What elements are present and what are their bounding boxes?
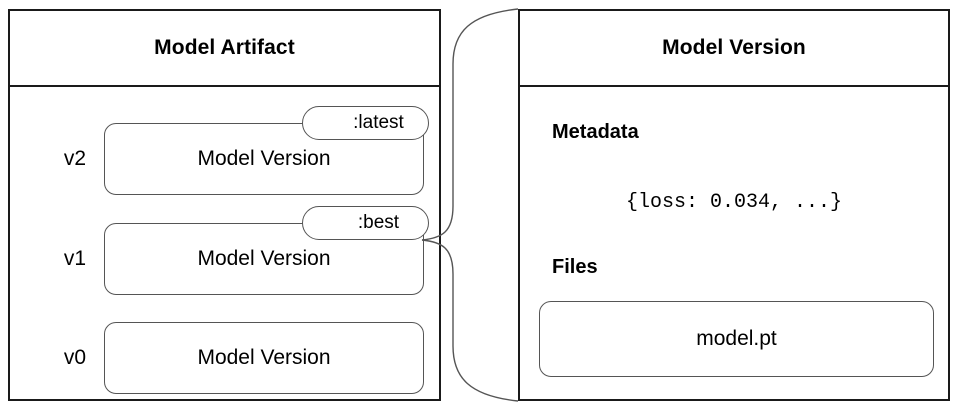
alias-tag-latest-label: :latest <box>353 112 404 133</box>
model-artifact-header: Model Artifact <box>10 11 439 87</box>
alias-tag-latest[interactable]: :latest <box>302 106 429 140</box>
model-version-panel: Model Version Metadata {loss: 0.034, ...… <box>518 9 950 401</box>
metadata-value: {loss: 0.034, ...} <box>625 191 843 214</box>
model-artifact-title: Model Artifact <box>154 36 295 59</box>
model-version-header: Model Version <box>520 11 948 87</box>
version-box-label-v1: Model Version <box>197 247 331 270</box>
file-item-label: model.pt <box>696 327 777 350</box>
version-label-v2: v2 <box>63 147 87 170</box>
version-label-v1: v1 <box>63 247 87 270</box>
version-label-v0: v0 <box>63 346 87 369</box>
alias-tag-best[interactable]: :best <box>302 206 429 240</box>
file-item-model-pt[interactable]: model.pt <box>539 301 934 377</box>
model-artifact-panel: Model Artifact v2 Model Version :latest … <box>8 9 441 401</box>
model-version-title: Model Version <box>662 36 806 59</box>
version-box-label-v0: Model Version <box>197 346 331 369</box>
version-box-label-v2: Model Version <box>197 147 331 170</box>
metadata-heading: Metadata <box>552 121 639 143</box>
files-heading: Files <box>552 256 598 278</box>
version-row-v1: v1 Model Version :best <box>10 206 439 295</box>
version-row-v0: v0 Model Version <box>10 322 439 394</box>
alias-tag-best-label: :best <box>357 212 400 233</box>
version-row-v2: v2 Model Version :latest <box>10 106 439 195</box>
version-box-v0[interactable]: Model Version <box>104 322 424 394</box>
